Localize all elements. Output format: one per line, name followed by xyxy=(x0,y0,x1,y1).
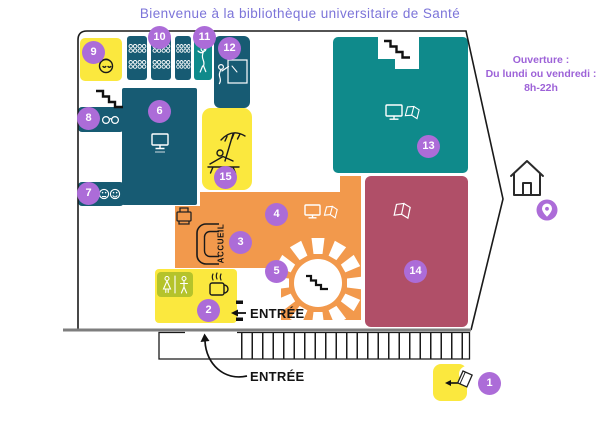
room-badge-15: 15 xyxy=(214,166,237,189)
book-return-slot xyxy=(459,366,475,382)
room-badge-4: 4 xyxy=(265,203,288,226)
room-group-study-c xyxy=(175,36,191,80)
stairs-icon xyxy=(306,274,328,291)
group-study-seats-icon xyxy=(176,44,191,69)
room-badge-6: 6 xyxy=(148,100,171,123)
entrance-arrow-icon xyxy=(200,333,210,342)
room-badge-1: 1 xyxy=(478,372,501,395)
room-badge-2: 2 xyxy=(197,299,220,322)
room-badge-13: 13 xyxy=(417,135,440,158)
room-badge-3: 3 xyxy=(229,231,252,254)
bottom-entrance-arrow xyxy=(200,333,248,378)
entrance-steps xyxy=(158,331,471,360)
room-reading-books xyxy=(365,176,468,327)
room-badge-12: 12 xyxy=(218,37,241,60)
book-icon xyxy=(393,202,411,220)
computer-and-book-icon xyxy=(304,204,338,219)
room-badge-9: 9 xyxy=(82,41,105,64)
room-group-study-a xyxy=(127,36,147,80)
room-badge-10: 10 xyxy=(148,26,171,49)
reception-label: ACCUEIL xyxy=(216,223,226,264)
opening-hours: Ouverture : Du lundi ou vendredi : 8h-22… xyxy=(482,53,600,95)
opening-hours-line1: Ouverture : xyxy=(512,54,570,66)
room-badge-8: 8 xyxy=(77,107,100,130)
group-study-seats-icon xyxy=(128,44,147,69)
room-work-computers xyxy=(333,37,468,173)
printer-icon xyxy=(176,207,192,225)
room-badge-14: 14 xyxy=(404,260,427,283)
entrance-label-side: ENTRÉE xyxy=(250,306,305,321)
house-icon xyxy=(510,160,544,196)
toilets-icon xyxy=(162,275,189,294)
room-toilets xyxy=(157,272,193,297)
computer-and-book-icon xyxy=(385,104,420,120)
opening-hours-line3: 8h-22h xyxy=(524,82,558,94)
page-title: Bienvenue à la bibliothèque universitair… xyxy=(139,6,461,21)
opening-hours-line2: Du lundi ou vendredi : xyxy=(485,68,597,80)
room-badge-7: 7 xyxy=(77,182,100,205)
room-badge-5: 5 xyxy=(265,260,288,283)
stairs-icon xyxy=(96,89,123,109)
room-badge-11: 11 xyxy=(193,26,216,49)
entrance-label-bottom: ENTRÉE xyxy=(250,369,305,384)
location-pin-icon xyxy=(536,199,558,221)
